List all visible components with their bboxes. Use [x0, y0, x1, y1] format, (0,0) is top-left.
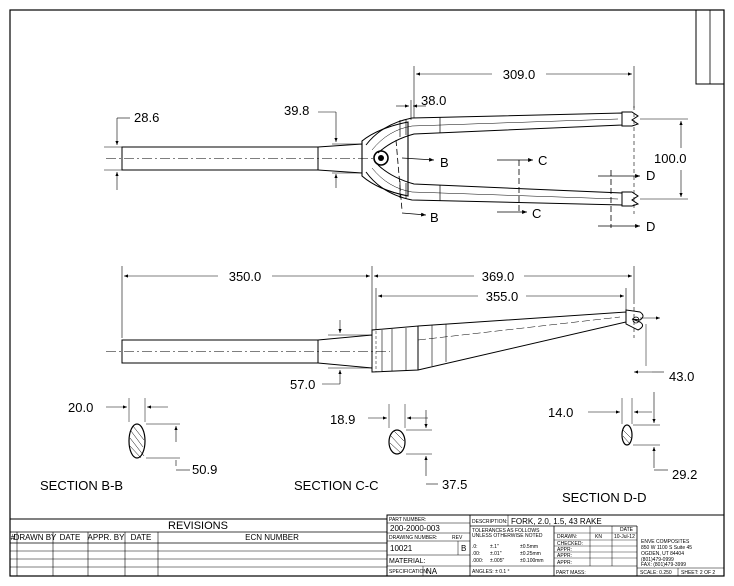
crown-side [371, 325, 419, 373]
section-dd-height: 29.2 [672, 467, 697, 482]
dropout-lower [621, 191, 640, 207]
dim-309: 309.0 [503, 67, 536, 82]
section-cut-b-upper: B [440, 155, 449, 170]
section-cut-d-lower: D [646, 219, 655, 234]
company-fax: FAX: (801)479-3999 [641, 562, 686, 568]
drawing-number: 10021 [390, 544, 413, 553]
drawn-date: 10-Jul-12 [614, 534, 635, 540]
tol-row-1-in: ±.1" [490, 544, 499, 550]
company-name: ENVE COMPOSITES [641, 539, 690, 545]
crown-top [361, 121, 409, 197]
section-cut-d-upper: D [646, 168, 655, 183]
side-view: 350.0 369.0 355.0 57.0 43.0 [106, 266, 694, 392]
company-address-1: 850 W 1100 S Suite 45 [641, 545, 692, 551]
revisions-title: REVISIONS [168, 520, 228, 532]
dim-369: 369.0 [482, 269, 515, 284]
section-cc-title: SECTION C-C [294, 478, 379, 493]
angles-tolerance: ANGLES: ± 0.1 ° [472, 569, 510, 575]
rev-value: B [461, 544, 466, 553]
rev-col-appr-by: APPR. BY [88, 533, 126, 542]
section-cut-c-upper: C [538, 153, 547, 168]
tolerance-note-2: UNLESS OTHERWISE NOTED [472, 533, 543, 539]
dim-350: 350.0 [229, 269, 262, 284]
section-cc-height: 37.5 [442, 477, 467, 492]
part-number-label: PART NUMBER: [389, 517, 426, 523]
tol-row-3-in: ±.005" [490, 558, 504, 564]
dim-100: 100.0 [654, 151, 687, 166]
checked-label: CHECKED: [557, 541, 583, 547]
section-dd-profile [621, 424, 633, 446]
section-cc-width: 18.9 [330, 412, 355, 427]
specification-value: NA [426, 567, 438, 576]
dim-57: 57.0 [290, 377, 315, 392]
rev-col-ecn: ECN NUMBER [245, 533, 299, 542]
top-view: 309.0 38.0 39.8 28.6 100.0 B B [104, 66, 688, 234]
section-bb-width: 20.0 [68, 400, 93, 415]
scale: SCALE: 0.250 [640, 570, 672, 576]
appr-label-2: APPR: [557, 553, 572, 559]
section-bb-height: 50.9 [192, 462, 217, 477]
section-cc-profile [388, 429, 406, 455]
section-bb-title: SECTION B-B [40, 478, 123, 493]
date-header: DATE [620, 527, 634, 533]
section-dd-width: 14.0 [548, 405, 573, 420]
dim-28-6: 28.6 [134, 110, 159, 125]
section-cc: 18.9 37.5 SECTION C-C [294, 404, 467, 493]
part-mass-label: PART MASS: [556, 570, 586, 576]
tolerance-note-1: TOLERANCES AS FOLLOWS [472, 528, 540, 534]
drawn-by: KN [595, 534, 602, 540]
blade-upper [365, 112, 623, 154]
appr-label-3: APPR: [557, 560, 572, 566]
sheet-number: SHEET: 2 OF 2 [681, 570, 715, 576]
tol-row-2-in: ±.01" [490, 551, 502, 557]
section-bb: 20.0 50.9 SECTION B-B [40, 398, 217, 493]
rev-col-num: # [11, 533, 16, 542]
drawing-number-label: DRAWING NUMBER: [389, 535, 437, 541]
section-dd: 14.0 29.2 SECTION D-D [548, 392, 697, 505]
part-number: 200-2000-003 [390, 524, 440, 533]
title-block: PART NUMBER: 200-2000-003 DRAWING NUMBER… [386, 514, 725, 577]
revisions-table: REVISIONS # DRAWN BY DATE APPR. BY DATE … [9, 518, 388, 577]
rev-col-date-2: DATE [131, 533, 152, 542]
blade-side [417, 311, 627, 371]
rev-label: REV [452, 535, 463, 541]
company-address-2: OGDEN, UT 84404 [641, 551, 684, 557]
description-label: DESCRIPTION: [472, 519, 508, 525]
material-label: MATERIAL: [389, 558, 425, 565]
section-cut-b-lower: B [430, 210, 439, 225]
tol-row-3-mm: ±0.100mm [520, 558, 544, 564]
dim-43: 43.0 [669, 369, 694, 384]
dropout-upper [621, 111, 640, 127]
drawn-label: DRAWN: [557, 534, 577, 540]
appr-label-1: APPR: [557, 547, 572, 553]
tol-row-2-prefix: .00: [472, 551, 480, 557]
tol-row-1-mm: ±0.5mm [520, 544, 538, 550]
company-phone: (801)479-0999 [641, 557, 674, 563]
dim-39-8: 39.8 [284, 103, 309, 118]
specification-label: SPECIFICATION: [389, 569, 428, 575]
dropout-side [625, 309, 644, 331]
section-cut-c-lower: C [532, 206, 541, 221]
dim-355: 355.0 [486, 289, 519, 304]
blade-lower [365, 164, 623, 206]
section-bb-profile [128, 423, 146, 459]
rev-col-drawn-by: DRAWN BY [14, 533, 57, 542]
tol-row-2-mm: ±0.25mm [520, 551, 541, 557]
tol-row-1-prefix: .0: [472, 544, 478, 550]
tol-row-3-prefix: .000: [472, 558, 483, 564]
section-dd-title: SECTION D-D [562, 490, 647, 505]
dim-38: 38.0 [421, 93, 446, 108]
rev-col-date: DATE [60, 533, 81, 542]
description: FORK, 2.0, 1.5, 43 RAKE [511, 517, 602, 526]
